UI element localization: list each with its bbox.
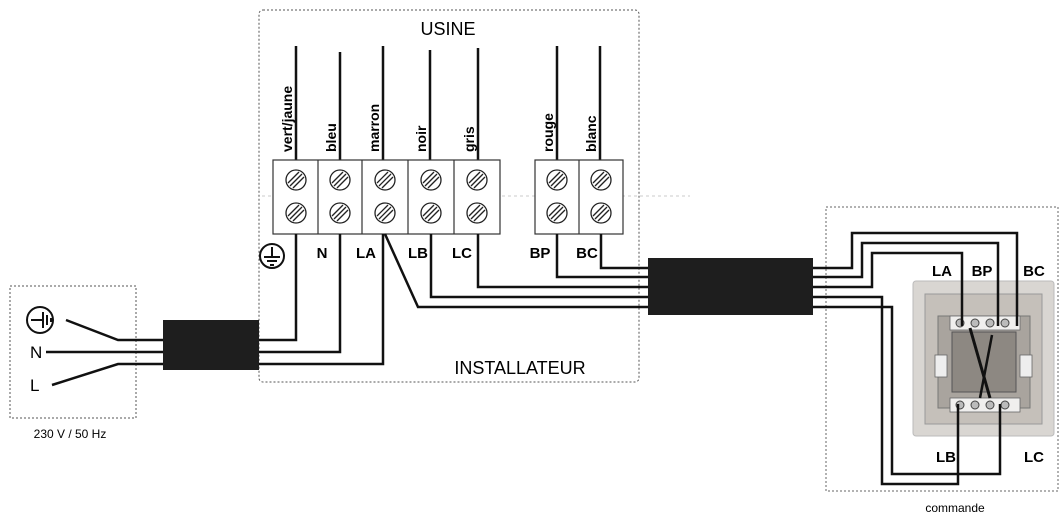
terminal-screws bbox=[285, 169, 612, 224]
wire-label-rouge: rouge bbox=[540, 113, 556, 152]
commande-label-la: LA bbox=[932, 263, 952, 280]
earth-symbol-icon bbox=[26, 306, 54, 334]
wire-label-noir: noir bbox=[413, 125, 429, 152]
commande-box bbox=[825, 206, 1059, 492]
wire-label-gris: gris bbox=[461, 126, 477, 152]
supply-label-l: L bbox=[30, 376, 39, 395]
commande-wires bbox=[813, 231, 1019, 486]
wire-label-blanc: blanc bbox=[583, 115, 599, 152]
installer-wires bbox=[258, 233, 648, 366]
wire-label-marron: marron bbox=[366, 104, 382, 152]
supply-wires bbox=[46, 318, 163, 387]
supply-voltage-label: 230 V / 50 Hz bbox=[34, 427, 107, 441]
switch-plate bbox=[912, 280, 1055, 437]
usine-title: USINE bbox=[420, 19, 475, 39]
terminal-label-bp: BP bbox=[530, 245, 551, 262]
wire-label-bleu: bleu bbox=[323, 123, 339, 152]
terminal-block-right bbox=[534, 159, 624, 235]
terminal-label-la: LA bbox=[356, 245, 376, 262]
installateur-title: INSTALLATEUR bbox=[454, 358, 585, 378]
commande-label-bp: BP bbox=[972, 263, 993, 280]
usine-wires bbox=[294, 46, 602, 160]
commande-label-lb: LB bbox=[936, 449, 956, 466]
supply-cable-sheath bbox=[163, 320, 259, 370]
commande-label-lc: LC bbox=[1024, 449, 1044, 466]
terminal-label-lc: LC bbox=[452, 245, 472, 262]
supply-label-n: N bbox=[30, 343, 42, 362]
terminal-label-n: N bbox=[317, 245, 328, 262]
installer-earth-symbol-icon bbox=[259, 243, 285, 269]
commande-title: commande bbox=[925, 501, 985, 515]
commande-cable-sheath bbox=[648, 258, 813, 315]
commande-label-bc: BC bbox=[1023, 263, 1045, 280]
terminal-label-lb: LB bbox=[408, 245, 428, 262]
wire-label-vert-jaune: vert/jaune bbox=[279, 86, 295, 152]
terminal-label-bc: BC bbox=[576, 245, 598, 262]
usine-installateur-box bbox=[258, 9, 640, 383]
